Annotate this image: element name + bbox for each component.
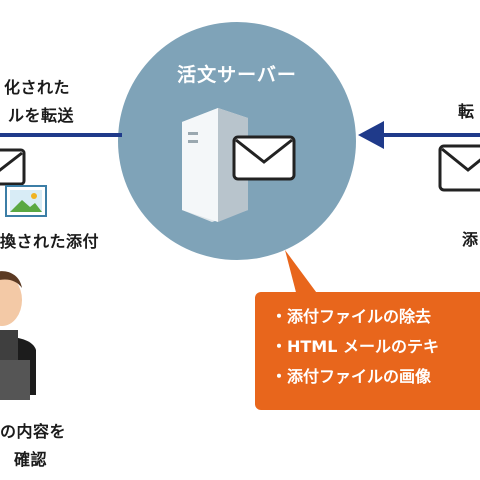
callout-item: ・添付ファイルの除去 [271, 307, 432, 326]
person-icon [0, 271, 36, 400]
right-arrowhead [358, 121, 384, 149]
callout-item: ・添付ファイルの画像 [271, 367, 432, 386]
left-confirm-line1: の内容を [0, 422, 67, 441]
left-transfer-label-line1: 化された [4, 78, 71, 97]
left-confirm-line2: 確認 [14, 450, 48, 469]
image-attachment-icon [5, 185, 47, 217]
left-converted-label: 換された添付 [0, 232, 100, 251]
callout-list: ・添付ファイルの除去 ・HTML メールのテキ ・添付ファイルの画像 [255, 292, 480, 392]
left-transfer-label-line2: ルを転送 [8, 106, 75, 125]
right-transfer-label: 転 [458, 102, 475, 121]
server-title: 活文サーバー [177, 64, 297, 86]
server-envelope-icon [232, 135, 296, 181]
feature-callout: ・添付ファイルの除去 ・HTML メールのテキ ・添付ファイルの画像 [255, 292, 480, 410]
callout-item: ・HTML メールのテキ [271, 337, 439, 356]
right-attachment-label: 添 [462, 230, 479, 249]
left-envelope-icon [0, 148, 26, 186]
right-envelope-icon [438, 144, 480, 192]
callout-pointer [285, 250, 322, 300]
